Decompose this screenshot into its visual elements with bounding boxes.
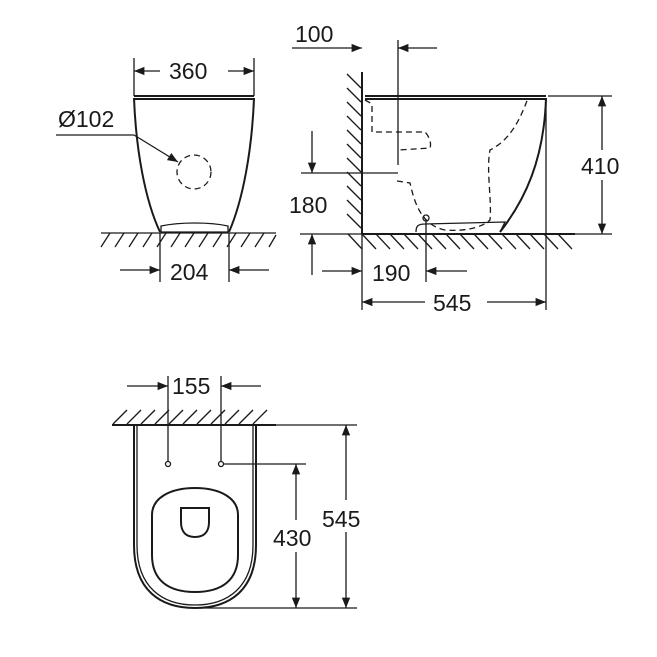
outlet-height-label: 180 xyxy=(289,192,327,218)
outlet-circle xyxy=(176,154,212,190)
wall-hatch xyxy=(346,73,362,229)
width-top-label: 360 xyxy=(169,58,207,84)
leader-arrow xyxy=(133,134,179,163)
fixing-front-label: 430 xyxy=(273,525,311,551)
bowl-outline xyxy=(133,97,255,233)
seat-top xyxy=(134,95,254,100)
bowl-opening xyxy=(180,507,210,539)
depth-label: 545 xyxy=(433,290,471,316)
seat-outline xyxy=(151,486,239,594)
trap-dashed xyxy=(396,97,529,231)
side-view: 100 180 410 190 545 xyxy=(289,21,619,316)
bowl-inner-outline xyxy=(136,426,254,606)
width-base-label: 204 xyxy=(170,259,209,285)
fixing-point-right xyxy=(217,460,225,468)
base-foot xyxy=(415,221,507,233)
outlet-diameter-label: Ø102 xyxy=(58,106,114,132)
wall-hatch xyxy=(112,409,268,425)
fixing-point-left xyxy=(164,460,172,468)
inlet-dashed xyxy=(364,99,432,151)
top-view: 155 430 545 xyxy=(112,373,360,610)
top-depth-label: 545 xyxy=(322,506,360,532)
base xyxy=(160,222,229,233)
floor-hatch xyxy=(100,232,277,248)
seat-top xyxy=(365,95,546,100)
wall-fixing-label: 190 xyxy=(372,260,410,286)
height-label: 410 xyxy=(581,153,619,179)
floor-hatch xyxy=(347,233,573,250)
front-view: Ø102 360 204 xyxy=(56,58,277,285)
wall-axis-label: 100 xyxy=(295,21,333,47)
back-curve xyxy=(499,97,547,233)
fixing-spacing-label: 155 xyxy=(172,373,210,399)
